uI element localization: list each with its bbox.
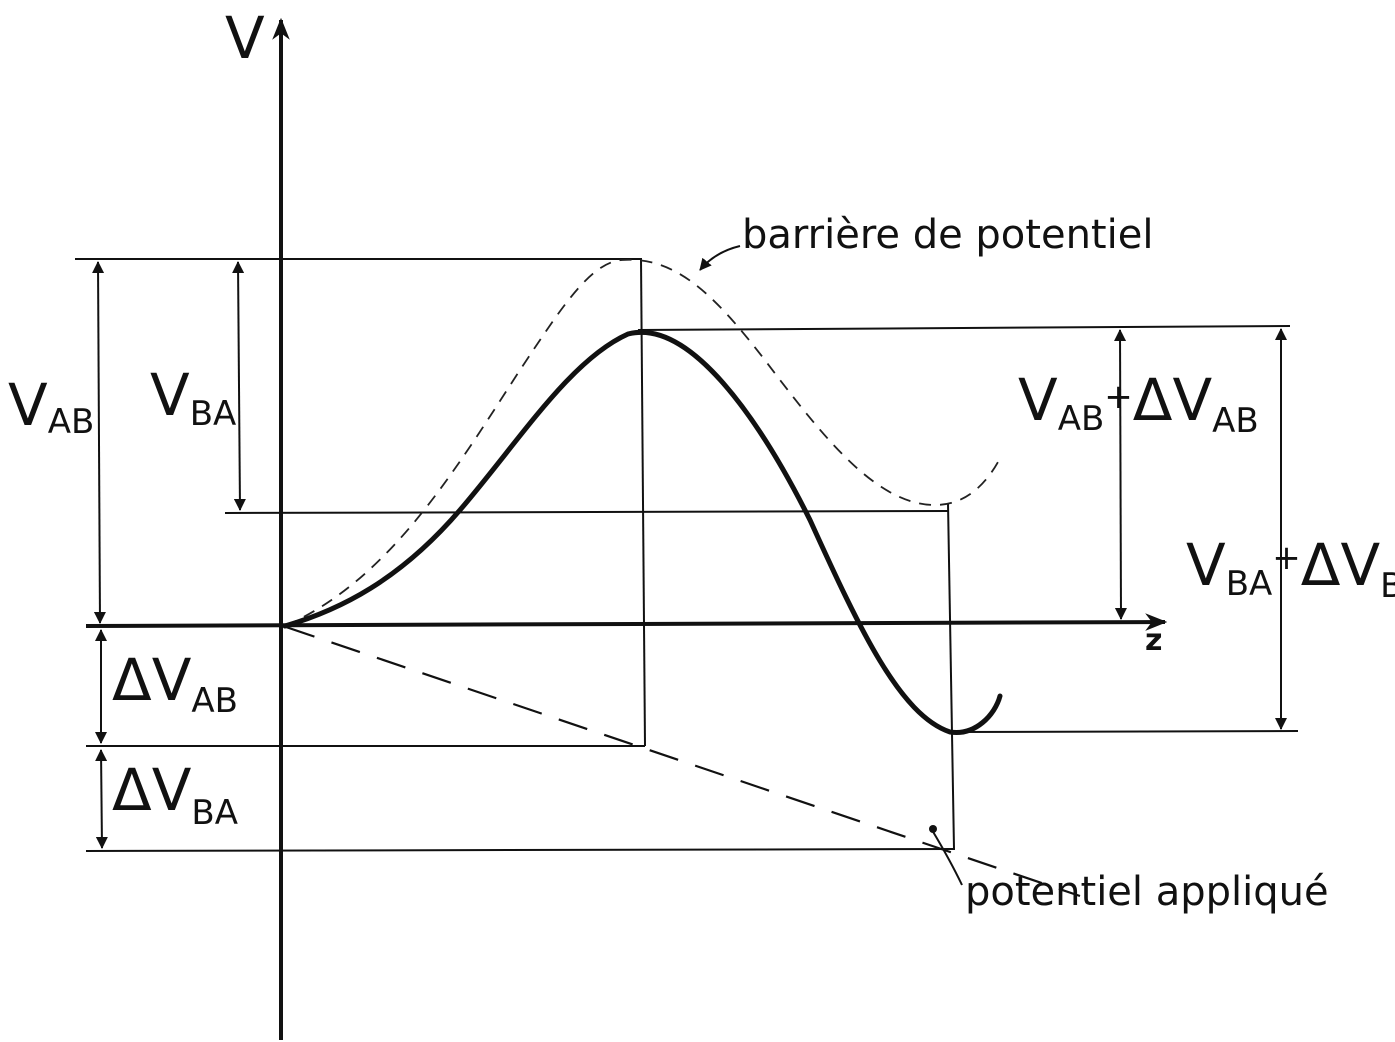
label-vab: VAB xyxy=(8,371,94,442)
label-dvba: ΔVBA xyxy=(112,756,238,833)
vertical-ref-right xyxy=(947,502,955,850)
applied-leader xyxy=(931,829,963,886)
dimension-arrow-vba xyxy=(232,261,246,511)
applied-potential-label: potentiel appliqué xyxy=(965,869,1329,915)
applied-potential-line xyxy=(285,625,1081,898)
resulting-potential-curve xyxy=(282,329,1003,735)
dimension-arrow-dvba xyxy=(95,749,108,849)
level-line-dvba xyxy=(85,848,956,852)
level-line-vba xyxy=(224,510,949,514)
level-line-bottom-right xyxy=(954,730,1299,733)
z-axis-label: z xyxy=(1145,623,1162,658)
potential-barrier-curve xyxy=(284,258,999,627)
dimension-arrow-vab xyxy=(92,261,106,624)
z-axis xyxy=(85,613,1168,631)
label-vba-plus-dvba: VBA+ΔVBA xyxy=(1186,531,1395,606)
barrier-leader xyxy=(699,245,741,271)
dimension-arrow-vab-plus-dvab xyxy=(1114,329,1127,620)
label-vba: VBA xyxy=(150,361,236,434)
applied-leader-dot xyxy=(929,825,937,833)
label-dvab: ΔVAB xyxy=(112,646,238,721)
label-vab-plus-dvab: VAB+ΔVAB xyxy=(1018,366,1259,441)
barrier-label: barrière de potentiel xyxy=(742,212,1153,258)
vertical-ref-peak xyxy=(640,258,646,747)
level-line-peak xyxy=(637,325,1291,331)
v-axis-label: V xyxy=(225,4,265,72)
